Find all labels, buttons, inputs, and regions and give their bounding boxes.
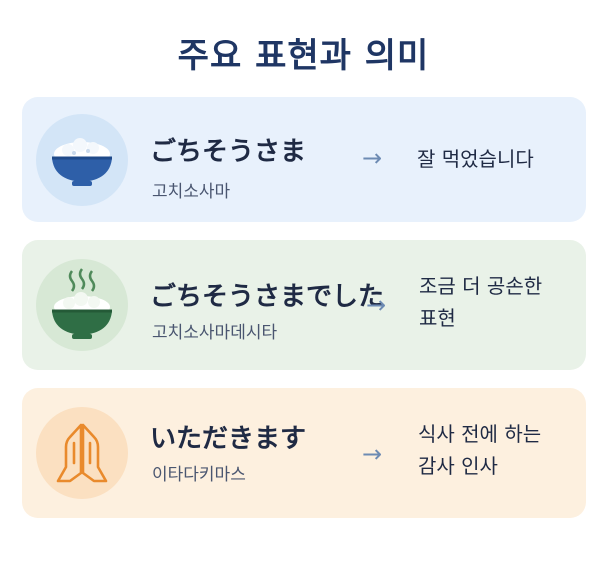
meaning-text: 식사 전에 하는 감사 인사 (418, 418, 541, 482)
rice-bowl-icon (36, 113, 128, 206)
arrow-right-icon: → (362, 440, 383, 468)
arrow-right-icon: → (362, 144, 383, 172)
korean-reading: 이타다키마스 (152, 465, 246, 485)
meaning-text: 조금 더 공손한 표현 (419, 270, 542, 334)
meaning-line: 조금 더 공손한 (419, 274, 543, 298)
meaning-line: 잘 먹었습니다 (417, 147, 534, 171)
expression-card-gochisousamadeshita: ごちそうさまでした 고치소사마데시타 → 조금 더 공손한 표현 (22, 240, 586, 370)
meaning-text: 잘 먹었습니다 (417, 143, 534, 175)
praying-hands-icon (36, 407, 128, 499)
japanese-phrase: ごちそうさま (150, 137, 307, 167)
meaning-line: 감사 인사 (418, 454, 498, 478)
expression-card-itadakimasu: いただきます 이타다키마스 → 식사 전에 하는 감사 인사 (22, 388, 586, 518)
korean-reading: 고치소사마 (152, 182, 231, 202)
arrow-right-icon: → (366, 291, 387, 319)
japanese-phrase: いただきます (150, 424, 307, 454)
steaming-rice-bowl-icon (36, 259, 128, 351)
meaning-line: 표현 (419, 306, 456, 330)
japanese-phrase: ごちそうさまでした (150, 282, 385, 312)
page-title: 주요 표현과 의미 (177, 36, 430, 76)
expression-card-gochisousama: ごちそうさま 고치소사마 → 잘 먹었습니다 (22, 97, 586, 222)
korean-reading: 고치소사마데시타 (152, 323, 278, 343)
meaning-line: 식사 전에 하는 (418, 422, 542, 446)
